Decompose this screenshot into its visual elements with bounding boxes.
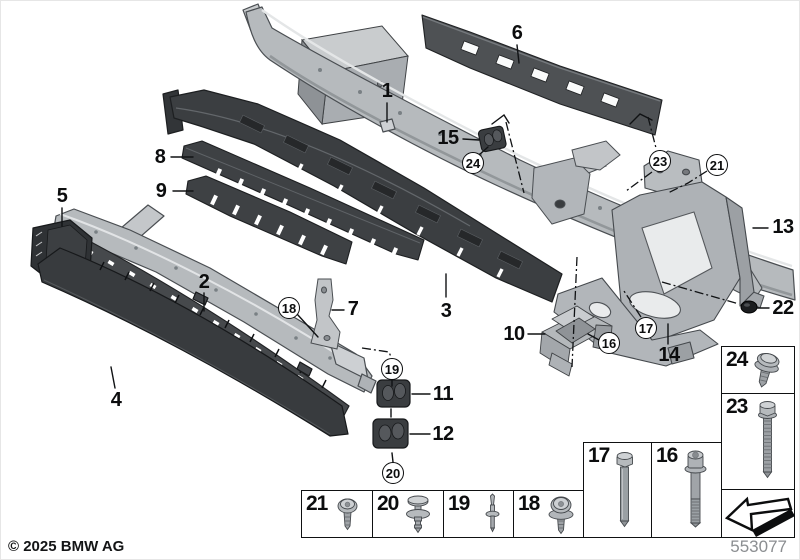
legend-box-19[interactable]: 19 [443, 490, 514, 538]
legend-label-20: 20 [377, 492, 399, 515]
legend-label-24: 24 [726, 348, 748, 371]
callout-circle-20[interactable]: 20 [382, 462, 404, 484]
legend-box-20[interactable]: 20 [372, 490, 444, 538]
callout-14[interactable]: 14 [658, 344, 680, 366]
part-11-clip [376, 379, 411, 408]
callout-circle-19[interactable]: 19 [381, 358, 403, 380]
legend-label-23: 23 [726, 395, 748, 418]
callout-1[interactable]: 1 [381, 80, 393, 102]
pan-head-screw-icon [337, 498, 358, 531]
panel-side-bracket [571, 140, 621, 171]
callout-11[interactable]: 11 [432, 383, 454, 405]
callout-7[interactable]: 7 [347, 298, 359, 320]
callout-6[interactable]: 6 [511, 22, 523, 44]
callout-circle-24[interactable]: 24 [462, 152, 484, 174]
part-15-clip [477, 125, 507, 153]
part-8-impact-absorber [181, 140, 425, 261]
legend-box-16[interactable]: 16 [651, 442, 722, 538]
part-4-outer-trim-strip [30, 219, 349, 437]
callout-12[interactable]: 12 [432, 423, 454, 445]
hex-flange-screw-icon [754, 352, 780, 388]
copyright-text: © 2025 BMW AG [8, 538, 125, 555]
part-2-lower-carrier-beam [53, 204, 377, 394]
part-7-bracket [310, 278, 341, 350]
legend-label-16: 16 [656, 444, 678, 467]
callout-10[interactable]: 10 [503, 323, 525, 345]
callout-circle-17[interactable]: 17 [635, 317, 657, 339]
part-9-impact-absorber [185, 175, 353, 265]
callout-2[interactable]: 2 [198, 271, 210, 293]
legend-label-19: 19 [448, 492, 470, 515]
long-hex-bolt-icon [616, 452, 633, 528]
callout-15[interactable]: 15 [437, 127, 459, 149]
leader-lines [61, 44, 770, 463]
callout-4[interactable]: 4 [110, 389, 122, 411]
legend-label-21: 21 [306, 492, 328, 515]
threaded-hex-bolt-icon [758, 401, 777, 479]
washer-head-screw-icon [548, 496, 574, 535]
diagram-number: 553077 [730, 537, 787, 556]
callout-5[interactable]: 5 [56, 185, 68, 207]
callout-circle-23[interactable]: 23 [649, 150, 671, 172]
torx-flange-bolt-icon [684, 450, 707, 528]
part-22-grommet [740, 300, 758, 314]
legend-box-24[interactable]: 24 [721, 346, 795, 394]
axis-lines [361, 116, 740, 368]
callout-9[interactable]: 9 [155, 180, 167, 202]
callout-circle-16[interactable]: 16 [598, 332, 620, 354]
callout-3[interactable]: 3 [440, 300, 452, 322]
callout-13[interactable]: 13 [772, 216, 794, 238]
expansion-rivet-icon [406, 495, 430, 534]
part-3-lower-cover [162, 89, 563, 303]
legend-box-17[interactable]: 17 [583, 442, 652, 538]
callout-22[interactable]: 22 [772, 297, 794, 319]
direction-of-travel-arrow-icon [724, 496, 795, 537]
legend-label-17: 17 [588, 444, 610, 467]
callout-8[interactable]: 8 [154, 146, 166, 168]
legend-label-18: 18 [518, 492, 540, 515]
legend-box-18[interactable]: 18 [513, 490, 584, 538]
legend-box-23[interactable]: 23 [721, 393, 795, 490]
part-12-clip [372, 418, 409, 449]
legend-box-arrow [721, 489, 795, 538]
legend-box-21[interactable]: 21 [301, 490, 373, 538]
part-6-upper-carrier-panel [421, 14, 663, 136]
blind-rivet-icon [485, 493, 500, 533]
callout-circle-21[interactable]: 21 [706, 154, 728, 176]
callout-circle-18[interactable]: 18 [278, 297, 300, 319]
